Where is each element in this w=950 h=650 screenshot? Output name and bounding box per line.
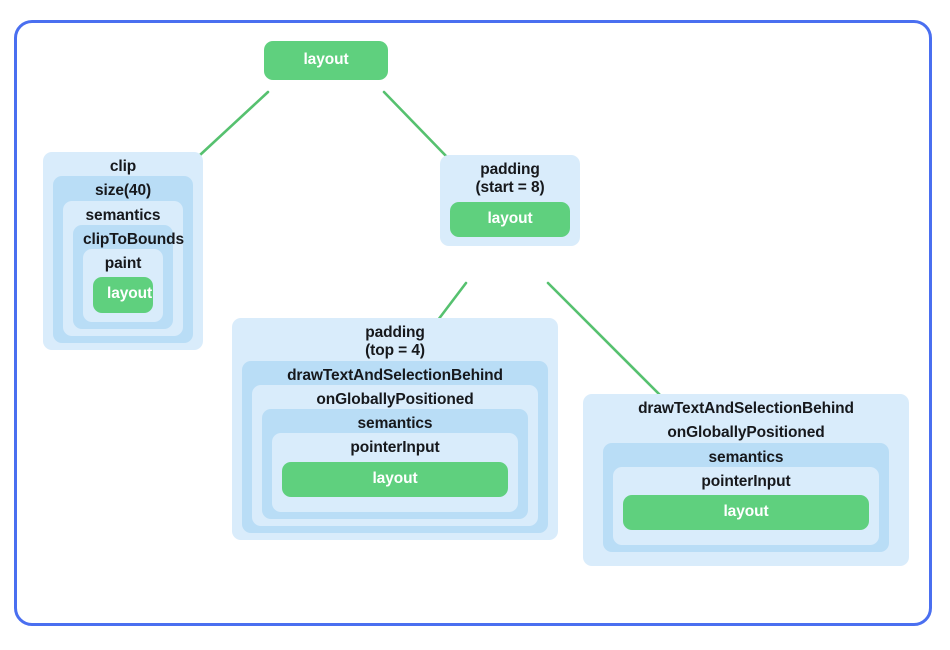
spacer: [623, 532, 869, 538]
modifier-cliptobounds[interactable]: clipToBounds paint layout: [73, 224, 184, 329]
modifier-paint[interactable]: paint layout: [83, 249, 163, 322]
modifier-label-semantics: semantics: [708, 448, 784, 466]
modifier-label-semantics: semantics: [85, 206, 161, 224]
modifier-pointerinput[interactable]: pointerInput layout: [272, 433, 518, 512]
modifier-label-padding-start-line2: (start = 8): [475, 179, 545, 197]
node-padding-start[interactable]: padding (start = 8) layout: [440, 155, 580, 246]
modifier-label-padding-top-line1: padding: [365, 324, 425, 341]
modifier-label-cliptobounds: clipToBounds: [83, 230, 184, 248]
node-root-layout[interactable]: layout: [264, 41, 388, 81]
modifier-ongloballypositioned[interactable]: onGloballyPositioned semantics pointerIn…: [593, 418, 899, 560]
modifier-semantics[interactable]: semantics clipToBounds paint layout: [63, 200, 184, 336]
modifier-ongloballypositioned[interactable]: onGloballyPositioned semantics pointerIn…: [252, 384, 538, 526]
modifier-label-clip: clip: [109, 158, 137, 175]
modifier-label-drawtextandselectionbehind: drawTextAndSelectionBehind: [638, 400, 854, 417]
modifier-label-drawtextandselectionbehind: drawTextAndSelectionBehind: [287, 366, 503, 384]
node-clip-stack[interactable]: clip size(40) semantics clipToBounds pai…: [43, 152, 203, 350]
leaf-layout[interactable]: layout: [282, 461, 508, 497]
modifier-label-ongloballypositioned: onGloballyPositioned: [316, 390, 474, 408]
leaf-layout[interactable]: layout: [623, 495, 869, 531]
leaf-layout-label: layout: [303, 51, 349, 68]
modifier-label-ongloballypositioned: onGloballyPositioned: [667, 424, 825, 442]
modifier-label-paint: paint: [104, 255, 142, 273]
leaf-layout[interactable]: layout: [264, 41, 388, 81]
modifier-label-size40: size(40): [94, 182, 152, 200]
modifier-label-padding-top-line2: (top = 4): [365, 342, 425, 360]
leaf-layout-label: layout: [723, 503, 769, 521]
modifier-label-padding-start-line1: padding: [480, 161, 540, 178]
modifier-pointerinput[interactable]: pointerInput layout: [613, 466, 879, 546]
modifier-label-pointerinput: pointerInput: [701, 472, 791, 490]
spacer: [282, 499, 508, 505]
leaf-layout-label: layout: [487, 209, 533, 227]
leaf-layout[interactable]: layout: [93, 277, 153, 313]
modifier-semantics[interactable]: semantics pointerInput layout: [262, 409, 528, 519]
leaf-layout-label: layout: [372, 469, 418, 487]
modifier-semantics[interactable]: semantics pointerInput layout: [603, 442, 889, 553]
modifier-drawtextandselectionbehind[interactable]: drawTextAndSelectionBehind onGloballyPos…: [242, 360, 548, 533]
node-padding-top[interactable]: padding (top = 4) drawTextAndSelectionBe…: [232, 318, 558, 540]
leaf-layout[interactable]: layout: [450, 201, 570, 237]
leaf-layout-label: layout: [107, 285, 153, 303]
node-text-right[interactable]: drawTextAndSelectionBehind onGloballyPos…: [583, 394, 909, 567]
modifier-label-pointerinput: pointerInput: [350, 439, 440, 457]
modifier-label-semantics: semantics: [357, 415, 433, 433]
modifier-size40[interactable]: size(40) semantics clipToBounds paint la…: [53, 176, 193, 343]
